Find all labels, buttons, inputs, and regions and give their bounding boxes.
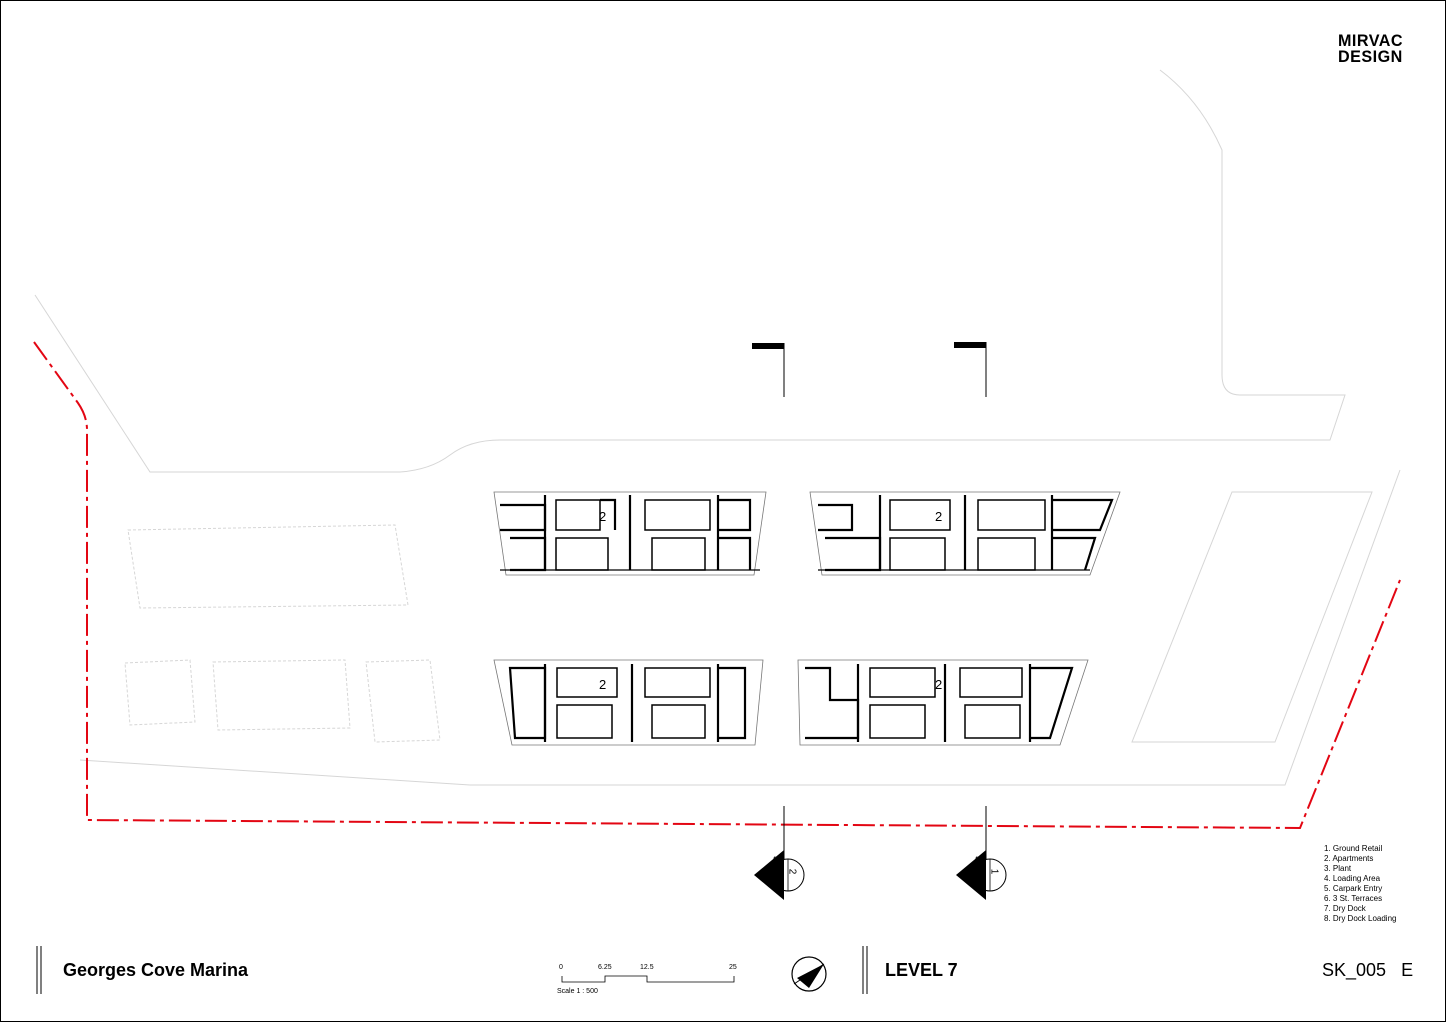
- section-marker-1: [956, 850, 1007, 900]
- title-block-dividers: [36, 946, 868, 994]
- scale-tick-label: 6.25: [598, 964, 612, 971]
- site-outline: [34, 69, 1401, 786]
- unit-label: 2: [599, 509, 607, 524]
- scale-label: Scale 1 : 500: [557, 988, 598, 995]
- north-arrow-icon: [791, 956, 827, 992]
- building-block-bottom-right: [797, 659, 1089, 746]
- building-block-top-left: [493, 491, 767, 576]
- section-line-1: [954, 342, 987, 860]
- section-marker-number: 1: [988, 868, 1000, 875]
- legend-item: 4. Loading Area: [1324, 874, 1381, 883]
- scale-tick-label: 0: [559, 964, 563, 971]
- building-block-top-right: [809, 491, 1121, 576]
- sheet-revision: E: [1401, 960, 1414, 980]
- site-boundary: [33, 341, 1401, 830]
- scale-bar: [561, 975, 735, 983]
- legend-item: 6. 3 St. Terraces: [1324, 894, 1383, 903]
- unit-label: 2: [935, 677, 943, 692]
- project-title: Georges Cove Marina: [63, 960, 249, 980]
- legend-item: 3. Plant: [1324, 864, 1352, 873]
- legend-item: 8. Dry Dock Loading: [1324, 914, 1397, 923]
- unit-label: 2: [599, 677, 607, 692]
- logo-line-2: DESIGN: [1338, 47, 1403, 66]
- legend-item: 5. Carpark Entry: [1324, 884, 1383, 893]
- legend-item: 1. Ground Retail: [1324, 844, 1383, 853]
- scale-tick-label: 25: [729, 964, 737, 971]
- level-title: LEVEL 7: [885, 960, 958, 980]
- scale-tick-label: 12.5: [640, 964, 654, 971]
- legend: 1. Ground Retail 2. Apartments 3. Plant …: [1324, 844, 1396, 924]
- section-marker-ref: SK_008: [770, 855, 782, 892]
- mirvac-design-logo: MIRVAC DESIGN: [1338, 31, 1404, 66]
- sheet-number-code: SK_005: [1322, 960, 1387, 980]
- legend-item: 2. Apartments: [1324, 854, 1374, 863]
- logo-line-1: MIRVAC: [1338, 31, 1404, 50]
- building-block-bottom-left: [493, 659, 764, 746]
- legend-item: 7. Dry Dock: [1324, 904, 1366, 913]
- section-marker-2: [754, 850, 805, 900]
- section-marker-ref: SK_008: [972, 855, 984, 892]
- section-line-2: [752, 343, 785, 860]
- unit-label: 2: [935, 509, 943, 524]
- sheet-number: SK_005 E: [1322, 960, 1413, 981]
- section-marker-number: 2: [786, 868, 798, 875]
